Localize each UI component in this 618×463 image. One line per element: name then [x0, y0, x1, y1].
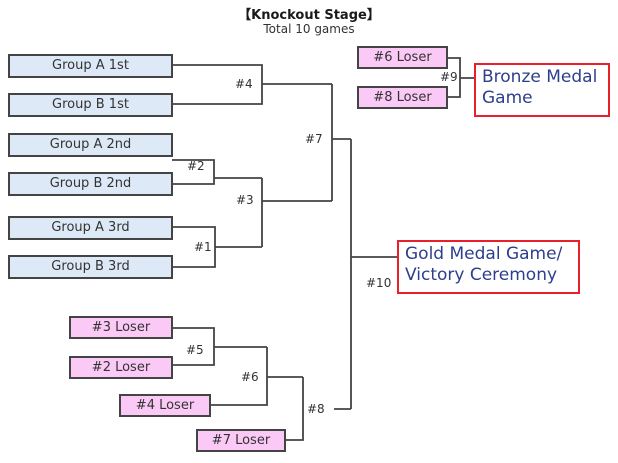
game-label-10: #10 — [366, 276, 392, 290]
line-game-4 — [172, 64, 332, 105]
line-game-9 — [448, 57, 474, 98]
team-group-b-2nd: Group B 2nd — [8, 172, 173, 196]
line-game-2 — [172, 159, 262, 185]
page-title: 【Knockout Stage】 — [238, 8, 380, 23]
bronze-line-1: Bronze Medal — [482, 67, 598, 87]
line-game-8 — [285, 377, 351, 441]
game-label-3: #3 — [236, 193, 254, 207]
loser-game-8: #8 Loser — [357, 86, 448, 109]
line-game-3 — [261, 178, 332, 247]
loser-game-3: #3 Loser — [69, 316, 173, 339]
line-game-1 — [172, 226, 262, 268]
game-label-2: #2 — [187, 159, 205, 173]
team-group-b-1st: Group B 1st — [8, 93, 173, 117]
team-group-b-3rd: Group B 3rd — [8, 255, 173, 279]
team-group-a-3rd: Group A 3rd — [8, 216, 173, 240]
loser-game-7: #7 Loser — [196, 429, 286, 452]
team-group-a-1st: Group A 1st — [8, 54, 173, 78]
game-label-6: #6 — [241, 370, 259, 384]
gold-line-1: Gold Medal Game/ — [405, 244, 563, 264]
gold-medal-game: Gold Medal Game/ Victory Ceremony — [397, 240, 580, 294]
line-game-7 — [331, 84, 351, 201]
game-label-5: #5 — [186, 343, 204, 357]
page-subtitle: Total 10 games — [263, 22, 355, 36]
loser-game-4: #4 Loser — [119, 394, 211, 417]
bronze-medal-game: Bronze Medal Game — [474, 63, 610, 117]
game-label-7: #7 — [305, 132, 323, 146]
game-label-4: #4 — [235, 77, 253, 91]
gold-line-2: Victory Ceremony — [405, 265, 558, 285]
bronze-line-2: Game — [482, 88, 533, 108]
loser-game-6: #6 Loser — [357, 46, 448, 69]
team-group-a-2nd: Group A 2nd — [8, 133, 173, 157]
game-label-9: #9 — [440, 70, 458, 84]
line-game-10 — [350, 139, 398, 409]
line-game-6 — [210, 347, 303, 406]
game-label-8: #8 — [307, 402, 325, 416]
loser-game-2: #2 Loser — [69, 356, 173, 379]
line-game-5 — [172, 327, 267, 366]
game-label-1: #1 — [194, 240, 212, 254]
